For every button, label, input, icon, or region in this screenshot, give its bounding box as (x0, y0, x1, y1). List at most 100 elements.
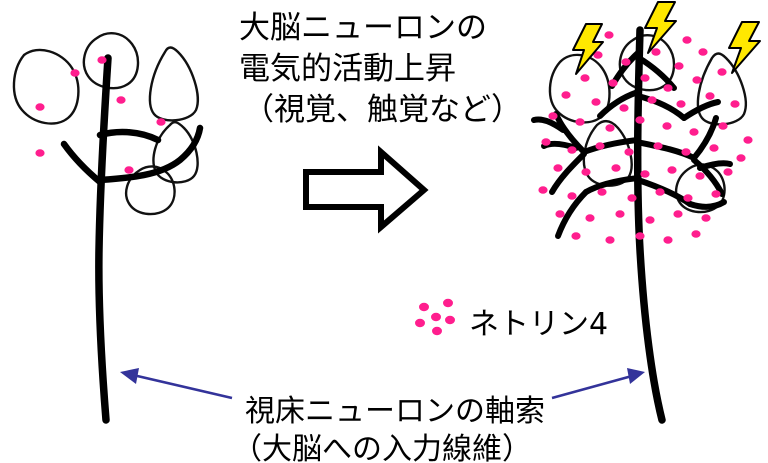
netrin-dot (156, 118, 166, 126)
right-neuron-group (531, 1, 761, 424)
netrin-dot (676, 100, 686, 108)
left-dendrite-branches (60, 124, 204, 186)
netrin-dot (635, 232, 645, 240)
branch (597, 89, 641, 119)
netrin-dot (682, 36, 692, 44)
legend-dot (443, 298, 453, 308)
branch (635, 177, 693, 207)
cell-body (696, 52, 747, 126)
netrin-dot (624, 148, 634, 156)
netrin-dot (124, 166, 134, 174)
netrin-dot (611, 164, 621, 172)
pointer-head (120, 368, 139, 384)
title-line-1: 大脳ニューロンの (239, 10, 487, 46)
lightning-bolt-icon (728, 21, 761, 74)
caption-line-2: （大脳への入力線維） (232, 432, 532, 463)
left-cell-bodies (12, 32, 199, 216)
netrin-dot (619, 104, 629, 112)
left-neuron-group (12, 32, 204, 424)
cell-body (148, 46, 199, 122)
netrin-dot (651, 48, 661, 56)
branch (697, 160, 733, 171)
branch (691, 115, 719, 161)
branch (634, 139, 697, 161)
netrin-dot (621, 58, 631, 66)
branch (96, 128, 162, 144)
branch (681, 99, 721, 121)
pointer-shaft (132, 373, 233, 400)
lightning-bolt-icon (644, 1, 677, 54)
netrin-dot (555, 210, 565, 218)
branch (60, 140, 104, 186)
netrin-dot (538, 186, 548, 194)
cell-body (125, 165, 176, 216)
lightning-bolt-icon (572, 23, 604, 75)
right-arrow (303, 145, 429, 234)
netrin-dot (561, 91, 571, 99)
cell-body (12, 48, 80, 125)
axon-pointer-right (551, 368, 645, 400)
netrin-dot (711, 190, 721, 198)
axon-pointer-left (120, 368, 233, 400)
netrin-dot (701, 214, 711, 222)
legend-dot (432, 326, 442, 336)
netrin-dot (673, 210, 683, 218)
netrin-dot (97, 56, 107, 64)
netrin-dot (683, 194, 693, 202)
branch (549, 151, 587, 195)
netrin-dot (597, 188, 607, 196)
netrin-dot (689, 128, 699, 136)
branch (636, 55, 677, 91)
branch (635, 93, 687, 121)
netrin-dot (567, 192, 577, 200)
netrin-dot (70, 69, 80, 77)
legend-dot (419, 302, 429, 312)
branch (531, 116, 566, 133)
branch (691, 157, 725, 197)
netrin-dot (553, 164, 563, 172)
netrin-dot (567, 146, 577, 154)
netrin-dot (705, 92, 715, 100)
netrin-dot (604, 31, 614, 39)
netrin-dot (663, 236, 673, 244)
netrin-dot (723, 168, 733, 176)
netrin-dot (681, 148, 691, 156)
left-netrin-dots (35, 56, 166, 174)
title-line-2: 電気的活動上昇 (239, 51, 456, 87)
legend-marker (415, 298, 455, 336)
netrin-dot (548, 112, 558, 120)
right-netrin-dots (538, 24, 753, 244)
netrin-dot (608, 79, 618, 87)
netrin-dot (541, 138, 551, 146)
legend-dot (431, 312, 441, 322)
branch (687, 199, 727, 210)
netrin-dot (645, 216, 655, 224)
netrin-dot (667, 166, 677, 174)
axon-trunk (95, 54, 112, 424)
netrin-dot (605, 236, 615, 244)
branch (555, 189, 589, 239)
netrin-dot (571, 232, 581, 240)
netrin-dot (585, 214, 595, 222)
netrin-dot (662, 122, 672, 130)
netrin-dot (743, 136, 753, 144)
branch (553, 111, 587, 155)
netrin-dot (640, 74, 650, 82)
netrin-dot (691, 230, 701, 238)
netrin-dot (695, 172, 705, 180)
netrin-dot (581, 168, 591, 176)
netrin-dot (663, 84, 673, 92)
netrin-dot (718, 122, 728, 130)
netrin-dot (730, 100, 740, 108)
netrin-dot (595, 142, 605, 150)
pointer-shaft (551, 374, 633, 400)
branch (581, 137, 640, 155)
netrin-dot (116, 96, 126, 104)
caption-line-1: 視床ニューロンの軸索 (245, 394, 545, 429)
netrin-dot (674, 62, 684, 70)
netrin-dot (593, 51, 603, 59)
netrin-dot (698, 48, 708, 56)
netrin-dot (655, 188, 665, 196)
branch (583, 175, 641, 195)
